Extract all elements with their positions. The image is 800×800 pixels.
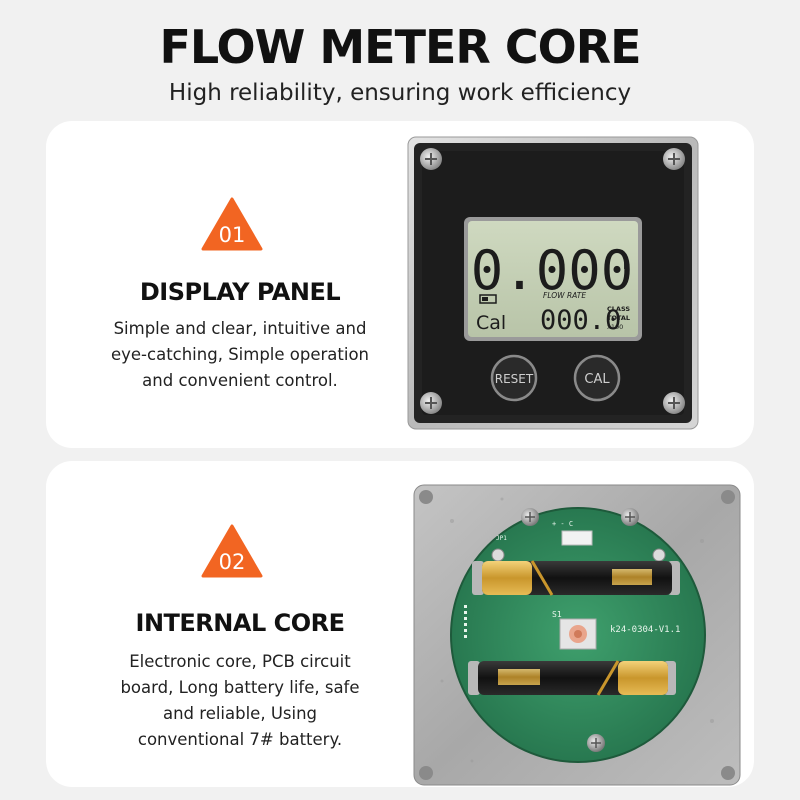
unit-label: L [623,259,630,272]
class-label: CLASS [607,305,630,313]
description-line: Electronic core, PCB circuit [129,652,351,671]
description-line: and reliable, Using [162,704,318,723]
section-number: 01 [218,223,246,247]
section-heading: INTERNAL CORE [135,609,345,637]
display-panel-photo: 0.000 L FLOW RATE Cal 000.0 CLASS TOTAL … [407,136,699,430]
section-number: 02 [218,550,246,574]
polarity-label: + - C [552,520,573,528]
display-panel-card: 01 DISPLAY PANEL Simple and clear, intui… [46,121,754,448]
internal-core-card: 02 INTERNAL CORE Electronic core, PCB ci… [46,461,754,787]
flow-rate-label: FLOW RATE [543,291,586,300]
reset-button-label: RESET [495,372,534,386]
battery-icon [468,660,676,696]
screw-icon [420,148,685,414]
triangle-icon [201,524,263,578]
section-number-badge: 02 [201,524,263,578]
section-description: Simple and clear, intuitive and eye-catc… [92,316,388,394]
description-line: conventional 7# battery. [137,730,343,749]
main-reading: 0.000 [471,239,634,302]
total-label: TOTAL [607,314,630,322]
mode-label: Cal [476,312,506,334]
cal-button[interactable]: CAL [573,354,621,402]
battery-icon [479,294,497,304]
description-line: Simple and clear, intuitive and [113,319,367,338]
page-subtitle: High reliability, ensuring work efficien… [168,80,632,106]
internal-core-photo: + - C JP1 S1 k24-0304-V1.1 [413,484,741,786]
secondary-reading: 000.0 [540,305,621,336]
switch-label: S1 [552,610,562,619]
pcb-model-label: k24-0304-V1.1 [610,625,680,635]
battery-icon [472,560,680,596]
triangle-icon [201,197,263,251]
description-line: eye-catching, Simple operation [110,345,369,364]
section-description: Electronic core, PCB circuit board, Long… [92,649,388,753]
description-line: and convenient control. [142,371,338,390]
multiplier-label: x100 [607,323,623,331]
cal-button-label: CAL [584,372,610,387]
section-number-badge: 01 [201,197,263,251]
section-heading: DISPLAY PANEL [139,278,341,306]
lcd-screen [468,221,638,337]
reset-button[interactable]: RESET [490,354,538,402]
description-line: board, Long battery life, safe [120,678,360,697]
page-title: FLOW METER CORE [159,20,641,74]
jumper-label: JP1 [496,535,507,542]
